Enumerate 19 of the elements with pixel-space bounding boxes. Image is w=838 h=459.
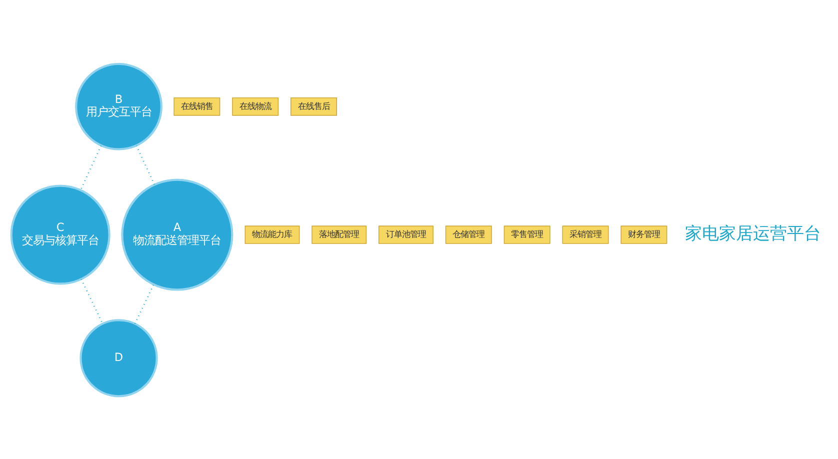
node-box: 零售管理 <box>504 225 550 244</box>
label: 家电家居运营平台 <box>685 222 822 243</box>
node-circle: C 交易与核算平台 <box>10 184 110 284</box>
connector <box>80 144 102 190</box>
node-box: 仓储管理 <box>445 225 492 244</box>
node-box: 财务管理 <box>620 225 668 244</box>
node-box: 订单池管理 <box>378 225 434 244</box>
node-circle: B 用户交互平台 <box>75 62 162 150</box>
connector <box>80 278 104 324</box>
node-box: 在线物流 <box>232 96 279 116</box>
node-circle: D <box>80 318 158 397</box>
connector <box>136 144 156 184</box>
node-box: 在线销售 <box>174 96 220 116</box>
node-box: 物流能力库 <box>244 225 300 244</box>
connector <box>134 284 154 324</box>
node-box: 采销管理 <box>562 225 609 244</box>
node-circle: A 物流配送管理平台 <box>121 178 234 290</box>
node-box: 落地配管理 <box>312 225 367 244</box>
node-box: 在线售后 <box>290 96 337 116</box>
